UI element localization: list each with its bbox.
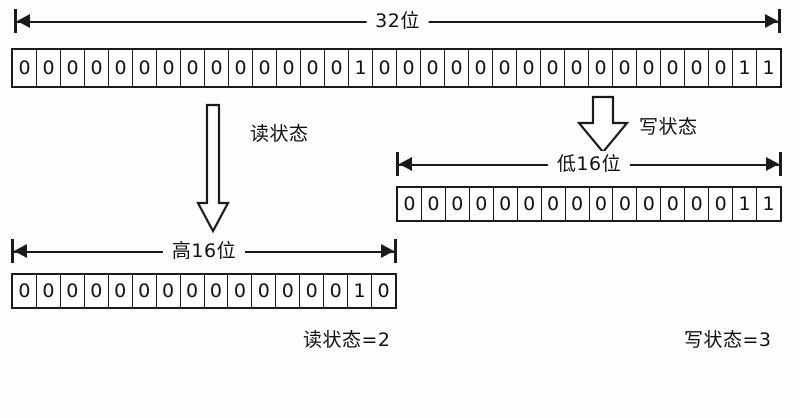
low16-bit-15: 1	[757, 188, 780, 220]
word32-bit-4: 0	[109, 50, 133, 86]
word32-bit-23: 0	[565, 50, 589, 86]
low16-bit-8: 0	[589, 188, 614, 220]
read-flow-arrow-icon	[196, 103, 230, 234]
low16-bit-0: 0	[398, 188, 422, 220]
word32-bit-15: 0	[373, 50, 397, 86]
low16-bit-4: 0	[493, 188, 518, 220]
word32-bit-1: 0	[37, 50, 61, 86]
word32-bit-16: 0	[397, 50, 421, 86]
high16-bit-12: 0	[300, 275, 325, 307]
high16-bit-6: 0	[156, 275, 181, 307]
write-state-result-caption: 写状态=3	[684, 329, 772, 351]
word32-bit-5: 0	[133, 50, 157, 86]
word32-bit-9: 0	[229, 50, 253, 86]
word32-bit-20: 0	[493, 50, 517, 86]
word32-bit-19: 0	[469, 50, 493, 86]
write-flow-arrow-icon	[576, 95, 630, 155]
word32-bit-28: 0	[685, 50, 709, 86]
word32-bit-3: 0	[85, 50, 109, 86]
high16-bit-0: 0	[13, 275, 37, 307]
high16-bit-15: 0	[372, 275, 395, 307]
word32-bit-10: 0	[253, 50, 277, 86]
word32-bit-29: 0	[709, 50, 733, 86]
arrowhead-left-icon	[14, 244, 27, 258]
low16-bit-2: 0	[445, 188, 470, 220]
arrowhead-left-icon	[399, 157, 412, 171]
word32-bit-27: 0	[661, 50, 685, 86]
word32-bit-30: 1	[733, 50, 757, 86]
word32-bit-14: 1	[349, 50, 373, 86]
word32-bit-12: 0	[301, 50, 325, 86]
dimension-cap-right	[778, 9, 781, 33]
high16-bit-13: 0	[324, 275, 349, 307]
dimension-cap-left	[11, 239, 14, 263]
dimension-cap-left	[14, 9, 17, 33]
low16-bit-5: 0	[517, 188, 542, 220]
dimension-label-32bit: 32位	[366, 8, 429, 34]
low16-bit-11: 0	[661, 188, 686, 220]
high16-bit-1: 0	[36, 275, 61, 307]
dimension-32bit: 32位	[14, 8, 781, 34]
high16-bit-2: 0	[60, 275, 85, 307]
dimension-label-high16: 高16位	[162, 238, 246, 264]
high16-bit-4: 0	[108, 275, 133, 307]
read-state-result-caption: 读状态=2	[303, 329, 391, 351]
high16-bit-7: 0	[180, 275, 205, 307]
word32-bit-11: 0	[277, 50, 301, 86]
low16-bit-3: 0	[469, 188, 494, 220]
low16-bit-10: 0	[637, 188, 662, 220]
arrowhead-right-icon	[765, 14, 778, 28]
word32-bit-24: 0	[589, 50, 613, 86]
high16-bit-11: 0	[276, 275, 301, 307]
word32-bit-2: 0	[61, 50, 85, 86]
word32-bit-6: 0	[157, 50, 181, 86]
word32-bit-0: 0	[13, 50, 37, 86]
word32-bit-18: 0	[445, 50, 469, 86]
word32-bit-26: 0	[637, 50, 661, 86]
low16-bit-12: 0	[685, 188, 710, 220]
dimension-cap-left	[396, 152, 399, 176]
high16-bit-3: 0	[84, 275, 109, 307]
word32-bit-21: 0	[517, 50, 541, 86]
high16-bit-10: 0	[252, 275, 277, 307]
arrowhead-right-icon	[381, 244, 394, 258]
read-state-arrow-label: 读状态	[250, 123, 309, 145]
high16-bit-8: 0	[204, 275, 229, 307]
word32-bit-13: 0	[325, 50, 349, 86]
dimension-low16: 低16位	[396, 151, 782, 177]
low16-bit-1: 0	[421, 188, 446, 220]
arrowhead-right-icon	[766, 157, 779, 171]
write-state-arrow-label: 写状态	[639, 116, 698, 138]
low16-bit-6: 0	[541, 188, 566, 220]
low16-bit-7: 0	[565, 188, 590, 220]
dimension-cap-right	[779, 152, 782, 176]
word32-bit-31: 1	[757, 50, 780, 86]
low16-bit-13: 0	[709, 188, 734, 220]
high16-bit-14: 1	[348, 275, 373, 307]
low16-bit-9: 0	[613, 188, 638, 220]
high16-bit-5: 0	[132, 275, 157, 307]
high16-bit-9: 0	[228, 275, 253, 307]
arrowhead-left-icon	[17, 14, 30, 28]
word32-bit-22: 0	[541, 50, 565, 86]
word32-bit-25: 0	[613, 50, 637, 86]
dimension-cap-right	[394, 239, 397, 263]
word32-bit-7: 0	[181, 50, 205, 86]
word32-bit-17: 0	[421, 50, 445, 86]
word32-bit-8: 0	[205, 50, 229, 86]
dimension-high16: 高16位	[11, 238, 397, 264]
dimension-label-low16: 低16位	[547, 151, 631, 177]
low16-bit-14: 1	[733, 188, 758, 220]
